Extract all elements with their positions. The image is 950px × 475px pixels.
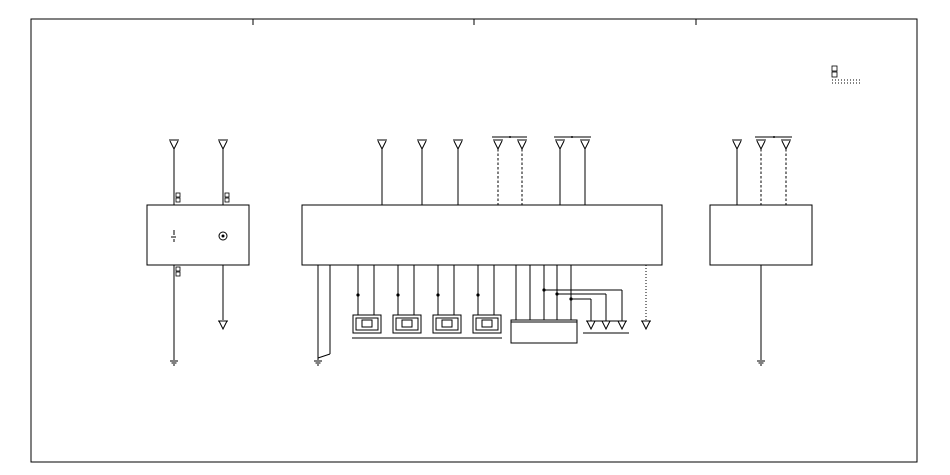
- right-ground-wire: [757, 265, 765, 366]
- junction-dot-icon: [356, 293, 360, 297]
- motor-icon: [218, 231, 228, 241]
- power-terminal-icon: [555, 140, 565, 151]
- connector-pin-icon: [175, 266, 181, 272]
- sensor-1: [352, 265, 382, 334]
- legend-key: [831, 65, 860, 84]
- ground-icon: [757, 360, 765, 366]
- terminal-down-icon: [641, 320, 651, 331]
- center-top-wire-2: [417, 139, 427, 205]
- power-terminal-icon: [218, 139, 228, 151]
- sensor-group: [352, 265, 502, 334]
- power-terminal-icon: [417, 140, 427, 151]
- sensor-2: [392, 265, 422, 334]
- terminal-down-icon: [218, 320, 228, 331]
- left-wire-1: [169, 139, 181, 366]
- connector-block: [510, 265, 578, 344]
- sensor-element-icon: [441, 319, 453, 328]
- left-module: [146, 139, 250, 366]
- center-ground-wires: [314, 265, 331, 366]
- center-module: [301, 136, 663, 366]
- sensor-box: [432, 314, 462, 334]
- power-terminal-icon: [493, 140, 503, 151]
- sensor-3: [432, 265, 462, 334]
- power-terminal-icon: [732, 140, 742, 151]
- power-terminal-icon: [517, 140, 527, 151]
- junction-dot-icon: [476, 293, 480, 297]
- connector-pin-icon: [175, 197, 181, 203]
- terminal-down-icon: [586, 320, 596, 331]
- terminal-down-icon: [601, 320, 611, 331]
- connector-pin-icon: [175, 271, 181, 277]
- sensor-box: [352, 314, 382, 334]
- connector-pin-icon: [175, 192, 181, 198]
- power-terminal-icon: [377, 140, 387, 151]
- power-terminal-icon: [453, 140, 463, 151]
- left-wire-2: [218, 139, 230, 331]
- right-top-wire-1: [732, 139, 742, 205]
- power-terminal-icon: [169, 139, 179, 151]
- connector-pin-icon: [224, 192, 230, 198]
- ground-icon: [170, 360, 178, 366]
- sensor-element-icon: [361, 319, 373, 328]
- center-top-wire-1: [377, 139, 387, 205]
- center-top-pair-1: [492, 136, 527, 205]
- junction-dot-icon: [396, 293, 400, 297]
- right-top-pair: [755, 136, 792, 205]
- switch-icon: [171, 230, 176, 242]
- power-terminal-icon: [756, 140, 766, 151]
- connector-block-box: [510, 319, 578, 344]
- sensor-element-icon: [401, 319, 413, 328]
- center-module-box: [301, 204, 663, 266]
- terminal-down-icon: [617, 320, 627, 331]
- sensor-box: [472, 314, 502, 334]
- diagram-frame: [30, 18, 918, 463]
- center-dotted-wire: [641, 265, 651, 331]
- sensor-4: [472, 265, 502, 334]
- junction-dot-icon: [436, 293, 440, 297]
- center-top-pair-2: [554, 136, 591, 205]
- right-module-box: [709, 204, 813, 266]
- power-terminal-icon: [781, 140, 791, 151]
- branch-bus: [542, 288, 629, 334]
- ground-icon: [314, 360, 322, 366]
- power-terminal-icon: [580, 140, 590, 151]
- right-module: [709, 136, 813, 366]
- sensor-box: [392, 314, 422, 334]
- center-top-wire-3: [453, 139, 463, 205]
- left-module-box: [146, 204, 250, 266]
- sensor-element-icon: [481, 319, 493, 328]
- connector-pin-icon: [224, 197, 230, 203]
